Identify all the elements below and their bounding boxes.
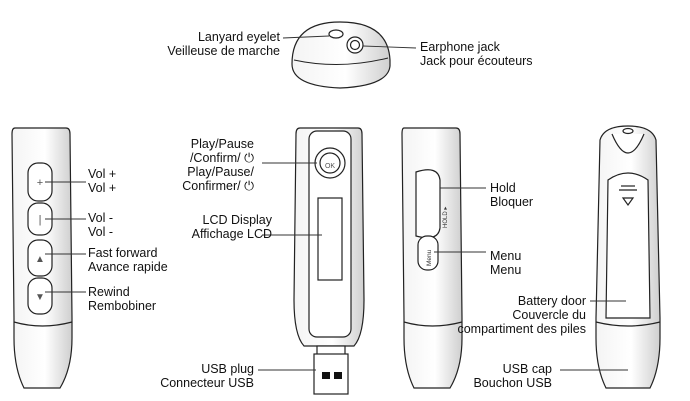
label-menu-en: Menu (490, 249, 522, 263)
label-battery-en: Battery door (517, 294, 586, 308)
label-play-pause-fr-1: Play/Pause/ (187, 165, 254, 179)
rewind-symbol: ▼ (35, 292, 45, 303)
play-button-marking: OK (325, 163, 335, 170)
label-lanyard-en: Lanyard eyelet (197, 30, 280, 44)
label-rewind-fr: Rembobiner (88, 299, 157, 313)
label-rewind-en: Rewind (88, 285, 130, 299)
label-usb-cap: USB cap Bouchon USB (473, 362, 552, 390)
label-usb-plug: USB plug Connecteur USB (160, 362, 254, 390)
label-usb-cap-en: USB cap (502, 362, 552, 376)
hold-switch-marking: HOLD ▸ (443, 207, 449, 228)
back-eyelet (622, 127, 634, 135)
right-side-view (401, 127, 463, 389)
label-earphone-en: Earphone jack (420, 40, 500, 54)
label-lcd-en: LCD Display (202, 213, 272, 227)
label-usb-plug-en: USB plug (201, 362, 254, 376)
play-pause-button-inner (319, 152, 341, 174)
label-play-pause-en-2: /Confirm/ ⏻ (189, 151, 254, 165)
label-menu-fr: Menu (490, 263, 522, 277)
label-battery-door: Battery door Couvercle du compartiment d… (457, 294, 586, 336)
fast-forward-symbol: ▲ (35, 254, 45, 265)
top-view-body (291, 21, 391, 89)
leader-lines (45, 35, 628, 371)
label-fast-forward: Fast forward Avance rapide (88, 246, 168, 274)
label-hold: Hold Bloquer (490, 181, 533, 209)
label-rewind: Rewind Rembobiner (88, 285, 156, 313)
menu-button (417, 235, 439, 271)
label-vol-minus: Vol - Vol - (88, 211, 113, 239)
label-battery-fr-1: Couvercle du (512, 308, 586, 322)
label-play-pause: Play/Pause /Confirm/ ⏻ Play/Pause/ Confi… (182, 137, 254, 193)
back-top-clip (611, 133, 645, 154)
vol-plus-symbol: + (37, 177, 43, 189)
fast-forward-button (27, 239, 53, 277)
battery-door-arrow (621, 197, 635, 207)
label-lcd-fr: Affichage LCD (191, 227, 272, 241)
label-vol-plus: Vol + Vol + (88, 167, 116, 195)
back-view (595, 125, 661, 389)
label-fast-forward-fr: Avance rapide (88, 260, 168, 274)
label-vol-plus-fr: Vol + (88, 181, 117, 195)
usb-pin-right (334, 372, 342, 379)
menu-button-marking: Menu (426, 249, 433, 266)
lcd-display (317, 197, 343, 281)
label-play-pause-fr-2: Confirmer/ ⏻ (182, 179, 254, 193)
label-vol-plus-en: Vol + (88, 167, 117, 181)
label-hold-en: Hold (490, 181, 516, 195)
battery-door (605, 172, 651, 319)
earphone-jack-inner (349, 39, 361, 51)
label-usb-plug-fr: Connecteur USB (160, 376, 254, 390)
label-lanyard-eyelet: Lanyard eyelet Veilleuse de marche (167, 30, 280, 58)
label-fast-forward-en: Fast forward (88, 246, 158, 260)
top-view-seam (293, 57, 389, 65)
label-lanyard-fr: Veilleuse de marche (167, 44, 280, 58)
label-vol-minus-en: Vol - (88, 211, 114, 225)
label-lcd-display: LCD Display Affichage LCD (192, 213, 272, 241)
label-earphone-jack: Earphone jack Jack pour écouteurs (420, 40, 533, 68)
hold-switch (415, 169, 441, 239)
leader-lanyard (282, 35, 330, 39)
label-play-pause-en-1: Play/Pause (190, 137, 254, 151)
left-side-view: + | ▲ ▼ (11, 127, 73, 389)
label-battery-fr-2: compartiment des piles (457, 322, 586, 336)
label-hold-fr: Bloquer (490, 195, 534, 209)
rewind-button (27, 277, 53, 315)
back-cap-seam (595, 321, 661, 327)
label-earphone-fr: Jack pour écouteurs (420, 54, 533, 68)
left-side-cap-seam (13, 321, 73, 327)
label-vol-minus-fr: Vol - (88, 225, 114, 239)
top-view (291, 21, 391, 89)
right-side-cap-seam (403, 321, 463, 327)
vol-minus-symbol: | (39, 214, 42, 226)
usb-plug-connector (313, 353, 349, 395)
leader-earphone (362, 45, 417, 49)
usb-pin-left (322, 372, 330, 379)
lanyard-eyelet-hole (328, 29, 344, 39)
label-usb-cap-fr: Bouchon USB (473, 376, 552, 390)
front-view (293, 127, 365, 395)
label-menu: Menu Menu (490, 249, 521, 277)
